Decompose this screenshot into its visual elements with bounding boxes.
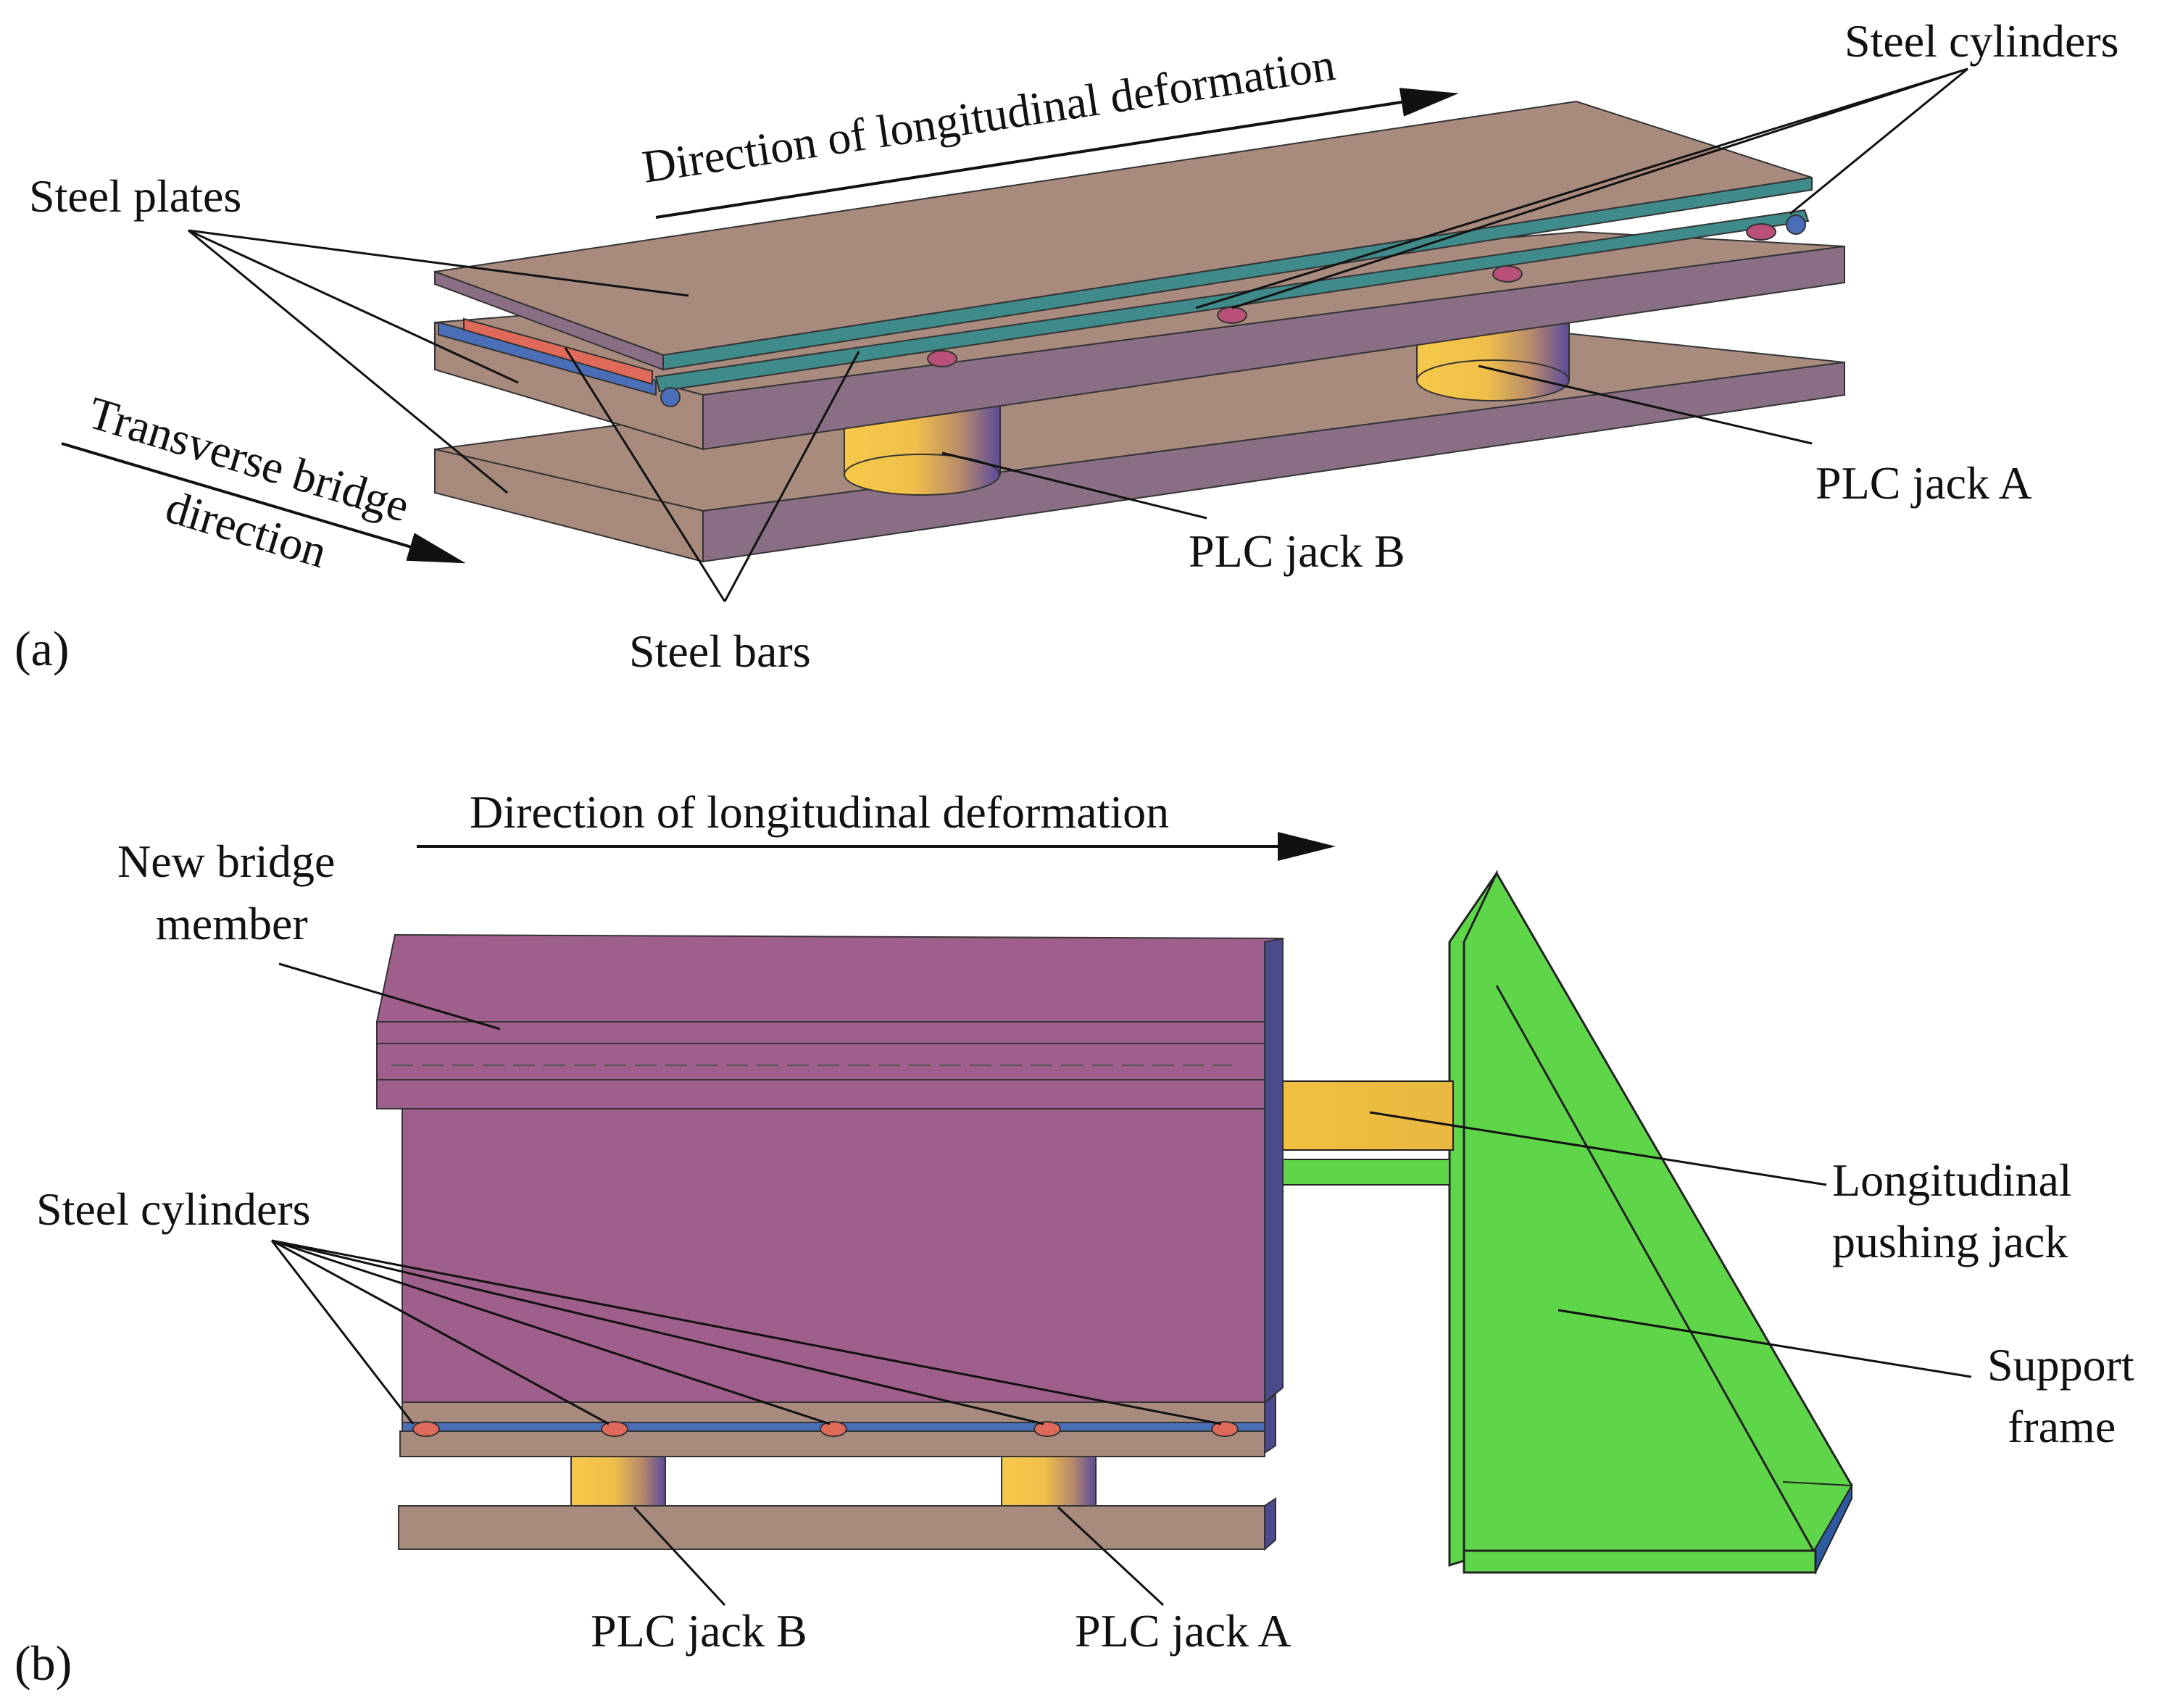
leader-lines-a xyxy=(188,67,1968,602)
label-plc-jack-a-a: PLC jack A xyxy=(1815,457,2032,509)
label-longitudinal-b: Longitudinal xyxy=(1832,1154,2072,1206)
plc-jack-a-shape-b xyxy=(1001,1456,1097,1508)
label-plc-jack-b-b: PLC jack B xyxy=(591,1605,807,1657)
label-direction-longitudinal-b: Direction of longitudinal deformation xyxy=(470,786,1169,838)
label-frame-b: frame xyxy=(2008,1401,2116,1452)
panel-tag-b: (b) xyxy=(14,1636,72,1691)
direction-arrow-a xyxy=(655,88,1459,219)
longitudinal-pushing-jack xyxy=(1264,1080,1454,1186)
label-member-b: member xyxy=(156,898,308,949)
label-pushing-jack-b: pushing jack xyxy=(1832,1216,2068,1267)
leader-lines-b xyxy=(270,962,1972,1607)
support-frame xyxy=(1448,870,1853,1575)
base-plate-b xyxy=(398,1497,1276,1551)
panel-b: Direction of longitudinal deformation Ne… xyxy=(14,786,2134,1691)
label-steel-bars-a: Steel bars xyxy=(629,625,811,677)
new-bridge-member xyxy=(375,933,1284,1404)
label-support-b: Support xyxy=(1987,1339,2134,1391)
label-steel-plates-a: Steel plates xyxy=(29,170,241,222)
label-plc-jack-b-a: PLC jack B xyxy=(1189,525,1405,577)
panel-tag-a: (a) xyxy=(14,621,69,676)
label-steel-cylinders-a: Steel cylinders xyxy=(1844,15,2119,67)
label-plc-jack-a-b: PLC jack A xyxy=(1075,1605,1292,1657)
transverse-arrow-a xyxy=(61,442,466,564)
plc-jack-b-shape-b xyxy=(570,1456,666,1508)
panel-a: Direction of longitudinal deformation St… xyxy=(14,15,2119,677)
label-steel-cylinders-b: Steel cylinders xyxy=(36,1183,311,1235)
steel-cylinders-b xyxy=(412,1421,1239,1437)
steel-bars-a xyxy=(438,209,1810,407)
label-new-bridge-b: New bridge xyxy=(117,836,335,887)
steel-cylinders-a xyxy=(927,223,1776,367)
bearing-assembly-b xyxy=(399,1394,1276,1457)
top-steel-plate-a xyxy=(434,100,1813,371)
